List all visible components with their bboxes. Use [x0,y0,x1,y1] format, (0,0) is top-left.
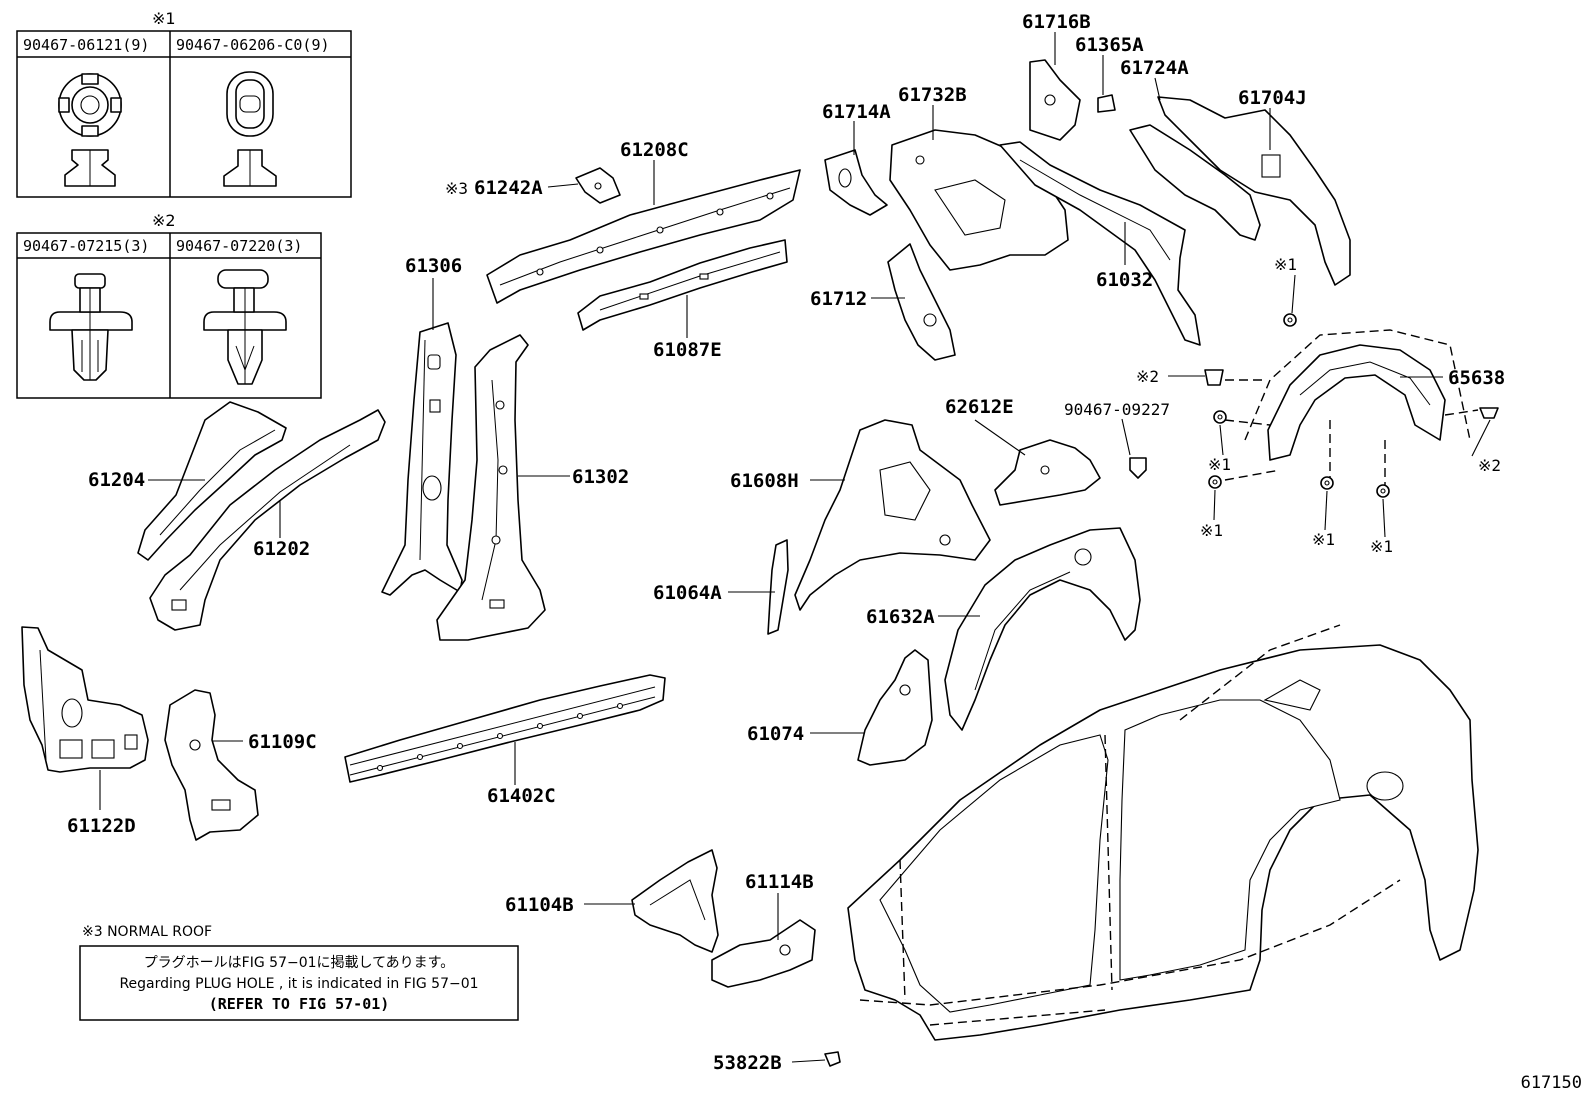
label-61064A: 61064A [653,582,722,604]
label-90467-09227: 90467-09227 [1064,400,1170,419]
label-61204: 61204 [88,469,145,491]
part-61306-center-pillar-inner [381,322,463,596]
push-clip-icon [49,273,133,381]
part-61087E-roof-rail-reinforcement [577,239,788,331]
label-61716B: 61716B [1022,11,1091,33]
ref-mark-1: ※1 [1274,255,1297,274]
label-61306: 61306 [405,255,462,277]
part-61032-rear-pillar-inner [999,141,1201,346]
label-61087E: 61087E [653,339,722,361]
part-61114B-lower-reinforcement [711,919,816,988]
label-61632A: 61632A [866,606,935,628]
part-61608H-quarter-inner-lower [794,419,991,611]
notes: ※3 NORMAL ROOF プラグホールはFIG 57−01に掲載してあります… [79,924,519,1021]
label-61714A: 61714A [822,101,891,123]
part-65638-wheel-liner [1224,329,1479,490]
ref-mark-1: ※1 [1312,530,1335,549]
label-61712: 61712 [810,288,867,310]
fastener-nut-icon [1204,313,1499,498]
ref-mark-1: ※1 [1208,455,1231,474]
part-labels: ※3 61242A 61208C 61087E 61306 61302 6120… [67,11,1505,1074]
part-61302-center-pillar-outer [436,334,546,641]
label-61074: 61074 [747,723,804,745]
table-ref-mark: ※2 [152,211,176,230]
part-61714A-quarter-upper [824,149,888,216]
label-61302: 61302 [572,466,629,488]
ref-mark-1: ※1 [1200,521,1223,540]
part-61712-quarter-wheel-house-upper [887,243,956,361]
label-61608H: 61608H [730,470,799,492]
leader-lines [99,32,1491,1063]
label-61365A: 61365A [1075,34,1144,56]
clip-nut-icon [223,71,277,187]
figure-number: 617150 [1521,1073,1582,1093]
part-61204-front-pillar-inner [137,401,287,561]
note-normal-roof: ※3 NORMAL ROOF [82,924,212,940]
part-61074-reinforcement [857,649,933,766]
part-61732B-quarter-inner-upper [889,129,1069,271]
clip-nut-icon [58,73,122,187]
part-62612E-bracket [994,439,1101,506]
fastener-marks: ※1 ※2 ※1 ※1 ※1 ※1 ※2 [1136,255,1501,556]
part-61402C-rocker-panel [344,674,666,783]
part-61122D-hinge-pillar [21,626,149,773]
label-61402C: 61402C [487,785,556,807]
label-61724A: 61724A [1120,57,1189,79]
part-61716B-bracket [1029,59,1081,141]
ref-mark-2: ※2 [1136,367,1159,386]
note-plug-hole-ref: (REFER TO FIG 57-01) [209,995,390,1013]
part-body-side-outer-panel [847,624,1479,1041]
part-61064A-bracket [767,539,789,635]
part-61365A-clip [1097,94,1116,113]
ref-mark-2: ※2 [1478,456,1501,475]
part-61724A-roof-side-inner [1129,124,1261,241]
note-plug-hole-jp: プラグホールはFIG 57−01に掲載してあります。 [144,955,455,971]
part-61704J-quarter-panel-extension [1157,96,1351,286]
table-part-no: 90467-07215(3) [23,237,149,255]
part-61104B-hinge-pillar-brace [631,849,719,953]
label-61208C: 61208C [620,139,689,161]
part-53822B-stopper [824,1051,841,1067]
label-61114B: 61114B [745,871,814,893]
note-plug-hole-en: Regarding PLUG HOLE , it is indicated in… [119,976,478,992]
label-62612E: 62612E [945,396,1014,418]
part-61109C-hinge-reinforcement [164,689,259,841]
label-53822B: 53822B [713,1052,782,1074]
part-90467-09227-clip [1129,457,1147,479]
label-61732B: 61732B [898,84,967,106]
table-ref-mark: ※1 [152,9,176,28]
label-61704J: 61704J [1238,87,1307,109]
label-61104B: 61104B [505,894,574,916]
label-61242A: 61242A [474,177,543,199]
table-part-no: 90467-07220(3) [176,237,302,255]
ref-mark-1: ※1 [1370,537,1393,556]
part-61202-front-pillar-outer [149,409,386,631]
table-part-no: 90467-06206-C0(9) [176,36,330,54]
label-61109C: 61109C [248,731,317,753]
table-part-no: 90467-06121(9) [23,36,149,54]
label-61032: 61032 [1096,269,1153,291]
fastener-table-1: ※1 90467-06121(9) 90467-06206-C0(9) [16,9,352,198]
ref-mark-3: ※3 [445,179,468,198]
part-61632A-wheel-housing-outer [944,527,1141,731]
fastener-table-2: ※2 90467-07215(3) 90467-07220(3) [16,211,322,399]
part-61242A-bracket [575,167,621,204]
push-clip-icon [203,269,287,385]
label-65638: 65638 [1448,367,1505,389]
label-61202: 61202 [253,538,310,560]
label-61122D: 61122D [67,815,136,837]
part-61208C-roof-side-rail [486,169,801,304]
